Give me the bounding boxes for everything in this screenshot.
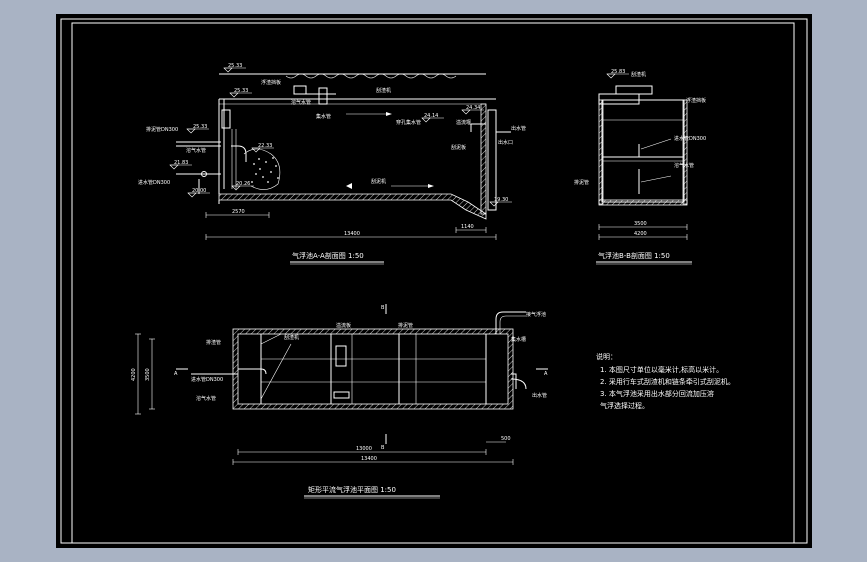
plan-label-9: 集水槽	[511, 336, 526, 343]
note-4: 气浮选择过程。	[600, 401, 649, 410]
plan-label-2: 刮渣机	[284, 334, 299, 341]
bb-dim-1: 3500	[634, 221, 647, 227]
plan-label-1: 排渣管	[206, 339, 221, 346]
mark-a-left: A	[174, 371, 178, 377]
cad-drawing: 25.33 25.33 25.33 22.33 21.83 20.00 20.2…	[60, 18, 808, 544]
plan-title: 矩形平流气浮池平面图 1:50	[308, 485, 396, 494]
section-aa: 25.33 25.33 25.33 22.33 21.83 20.00 20.2…	[138, 63, 526, 265]
mark-b-top: B	[381, 305, 385, 311]
plan-view: B B A A 排渣管 刮渣机 溢流板 排泥管 进水管DN300 溶气水管 接气…	[131, 304, 548, 499]
aa-label-10: 刮泥机	[371, 178, 386, 185]
elev-6: 20.00	[192, 188, 206, 194]
elev-3: 25.33	[193, 124, 207, 130]
bb-label-4: 溶气水管	[674, 162, 694, 169]
elev-7: 20.26	[236, 181, 250, 187]
bb-label-3: 进水管DN300	[674, 135, 706, 142]
elev-9: 24.34	[466, 105, 480, 111]
notes-heading: 说明：	[596, 352, 617, 361]
aa-label-4: 出水管	[511, 125, 526, 132]
elev-8: 24.14	[424, 113, 438, 119]
inner-frame	[71, 22, 795, 544]
aa-dim-2: 13400	[344, 231, 360, 237]
bb-elev-1: 25.83	[611, 69, 625, 75]
aa-label-5: 排泥管DN300	[146, 126, 178, 133]
mark-b-bottom: B	[381, 445, 385, 451]
bb-dim-2: 4200	[634, 231, 647, 237]
aa-label-11: 刮泥板	[451, 144, 466, 151]
aa-dim-3: 1140	[461, 224, 474, 230]
notes: 说明： 1. 本图尺寸单位以毫米计,标高以米计。 2. 采用行车式刮渣机和链条牵…	[596, 352, 735, 410]
section-bb: 25.83 刮渣机 浮渣挡板 进水管DN300 溶气水管 排泥管 3500 42…	[574, 69, 706, 265]
aa-label-2: 溶气水管	[291, 99, 311, 106]
note-3: 3. 本气浮池采用出水部分回流加压溶	[600, 389, 714, 398]
plan-dim-5: 3500	[145, 368, 151, 381]
bb-label-5: 排泥管	[574, 179, 589, 186]
aa-label-3: 刮渣机	[376, 87, 391, 94]
plan-dim-3: 500	[501, 436, 511, 442]
elev-4: 22.33	[258, 143, 272, 149]
plan-label-7: 接气浮池	[526, 311, 546, 318]
aa-label-12: 穿孔集水管	[396, 119, 421, 126]
aa-label-6: 进水管DN300	[138, 179, 170, 186]
aa-label-13: 溢流堰	[456, 119, 471, 126]
aa-label-1: 浮渣挡板	[261, 79, 281, 86]
bb-label-1: 刮渣机	[631, 71, 646, 78]
aa-label-9: 出水口	[498, 139, 513, 146]
plan-dim-2: 13400	[361, 456, 377, 462]
plan-label-8: 出水管	[532, 392, 547, 399]
elev-1: 25.33	[228, 63, 242, 69]
plan-label-3: 溢流板	[336, 322, 351, 329]
aa-dim-1: 2570	[232, 209, 245, 215]
plan-dim-1: 13000	[356, 446, 372, 452]
elev-10: 19.30	[494, 197, 508, 203]
note-1: 1. 本图尺寸单位以毫米计,标高以米计。	[600, 365, 723, 374]
drawing-sheet: 25.33 25.33 25.33 22.33 21.83 20.00 20.2…	[56, 14, 812, 548]
aa-label-8: 集水管	[316, 113, 331, 120]
bb-label-2: 浮渣挡板	[686, 97, 706, 104]
section-aa-title: 气浮池A-A剖面图 1:50	[292, 251, 364, 260]
section-bb-title: 气浮池B-B剖面图 1:50	[598, 251, 670, 260]
elev-2: 25.33	[234, 88, 248, 94]
note-2: 2. 采用行车式刮渣机和链条牵引式刮泥机。	[600, 377, 735, 386]
aa-label-7: 溶气水管	[186, 147, 206, 154]
plan-label-6: 溶气水管	[196, 395, 216, 402]
plan-dim-4: 4200	[131, 368, 137, 381]
plan-label-4: 排泥管	[398, 322, 413, 329]
plan-label-5: 进水管DN300	[191, 376, 223, 383]
mark-a-right: A	[544, 371, 548, 377]
elev-5: 21.83	[174, 160, 188, 166]
